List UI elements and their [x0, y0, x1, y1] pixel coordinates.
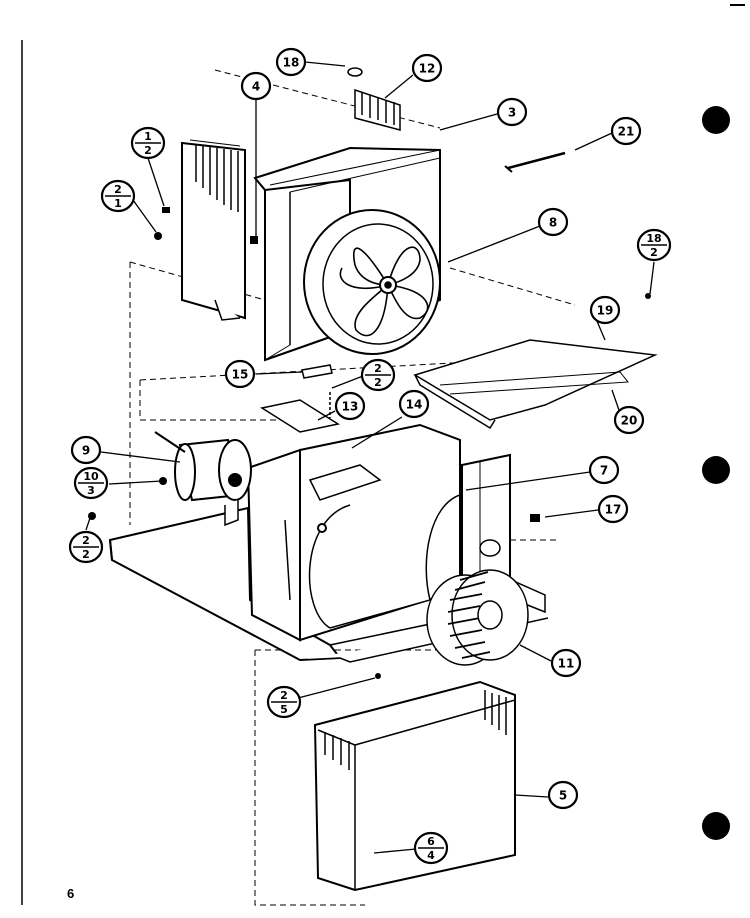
callout-denominator: 5	[280, 703, 288, 716]
callout-number: 4	[252, 80, 260, 94]
plate-15	[301, 364, 333, 379]
callout-denominator: 4	[427, 849, 435, 862]
callout-3: 3	[496, 97, 528, 127]
callout-11: 11	[550, 648, 582, 678]
callout-numerator: 2	[374, 362, 382, 375]
callout-denominator: 2	[374, 376, 382, 389]
callout-number: 8	[549, 216, 557, 230]
callout-denominator: 2	[650, 246, 658, 259]
callout-number: 15	[232, 368, 249, 382]
callout-1-2: 12	[130, 126, 166, 160]
callout-circle	[240, 71, 272, 101]
plug-18	[347, 67, 363, 77]
cover-plate-19	[413, 339, 658, 430]
callout-numerator: 1	[144, 130, 152, 143]
callout-21: 21	[610, 116, 642, 146]
callout-2-2b: 22	[68, 530, 104, 564]
callout-10-3: 103	[73, 466, 109, 500]
callout-number: 17	[605, 503, 622, 517]
callout-14: 14	[398, 389, 430, 419]
callout-numerator: 18	[646, 232, 661, 245]
callout-2-2a: 22	[360, 358, 396, 392]
motor-9	[154, 431, 252, 527]
callout-18-2: 182	[636, 228, 672, 262]
callout-numerator: 10	[83, 470, 99, 483]
callout-number: 14	[406, 398, 423, 412]
callout-9: 9	[70, 435, 102, 465]
callout-denominator: 2	[82, 548, 90, 561]
fan-blade-8	[339, 246, 429, 337]
top-bracket-12	[354, 88, 401, 131]
callout-number: 9	[82, 444, 90, 458]
callout-numerator: 2	[280, 689, 288, 702]
callout-number: 12	[419, 62, 436, 76]
callout-numerator: 2	[82, 534, 90, 547]
callout-2-1: 21	[100, 179, 136, 213]
callout-denominator: 2	[144, 144, 152, 157]
callout-circle	[398, 389, 430, 419]
callout-denominator: 3	[87, 484, 95, 497]
callout-circle	[597, 494, 629, 524]
callout-circle	[70, 435, 102, 465]
callout-5: 5	[547, 780, 579, 810]
left-side-panel	[181, 139, 246, 321]
callout-18: 18	[275, 47, 307, 77]
callout-19: 19	[589, 295, 621, 325]
callout-number: 13	[342, 400, 359, 414]
callout-circle	[334, 391, 366, 421]
callout-number: 21	[618, 125, 635, 139]
binder-hole-middle	[702, 456, 730, 484]
callout-6-4: 64	[413, 831, 449, 865]
callout-denominator: 1	[114, 197, 122, 210]
callout-circle	[610, 116, 642, 146]
callout-17: 17	[597, 494, 629, 524]
callout-7: 7	[588, 455, 620, 485]
callout-4: 4	[240, 71, 272, 101]
evaporator-coil-5	[313, 680, 516, 892]
callout-number: 18	[283, 56, 300, 70]
blower-wheel-11	[426, 569, 529, 666]
bracket-13	[260, 399, 340, 433]
binder-hole-top	[702, 106, 730, 134]
callout-circle	[537, 207, 569, 237]
callout-circle	[613, 405, 645, 435]
callout-number: 3	[508, 106, 516, 120]
callout-circle	[411, 53, 443, 83]
callout-2-5: 25	[266, 685, 302, 719]
rod-21	[507, 151, 566, 170]
binder-hole-bottom	[702, 812, 730, 840]
callout-circle	[275, 47, 307, 77]
callout-20: 20	[613, 405, 645, 435]
callout-number: 20	[621, 414, 638, 428]
callout-circle	[547, 780, 579, 810]
callout-circle	[496, 97, 528, 127]
callout-number: 7	[600, 464, 608, 478]
callout-number: 19	[597, 304, 614, 318]
callout-12: 12	[411, 53, 443, 83]
callout-circle	[589, 295, 621, 325]
callout-13: 13	[334, 391, 366, 421]
callout-circle	[588, 455, 620, 485]
callout-15: 15	[224, 359, 256, 389]
callout-circle	[224, 359, 256, 389]
callout-circle	[550, 648, 582, 678]
callout-8: 8	[537, 207, 569, 237]
callout-numerator: 2	[114, 183, 122, 196]
callout-numerator: 6	[427, 835, 435, 848]
callout-number: 11	[558, 657, 575, 671]
page-number: 6	[67, 886, 75, 901]
callout-number: 5	[559, 789, 567, 803]
